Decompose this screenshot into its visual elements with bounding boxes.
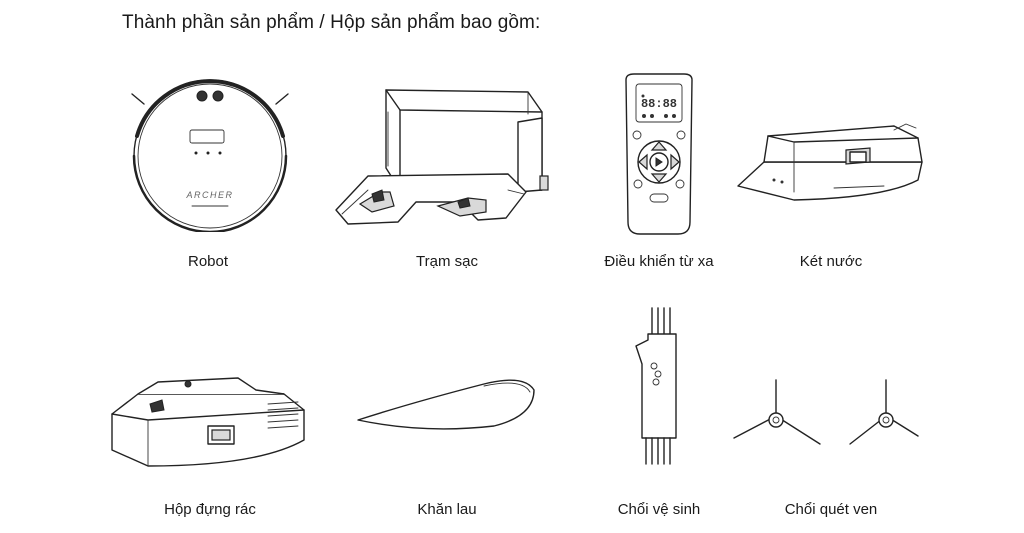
robot-vacuum-icon: ARCHER [122, 76, 302, 232]
caption-side-brush: Chổi quét ven [784, 501, 878, 518]
charging-dock-icon [328, 82, 560, 230]
remote-display-text: 88:88 [641, 97, 677, 111]
dust-bin-icon [108, 370, 308, 470]
page-heading: Thành phần sản phẩm / Hộp sản phẩm bao g… [122, 12, 541, 33]
caption-charging-station: Trạm sạc [416, 253, 478, 270]
robot-brand-text: ARCHER [185, 190, 233, 200]
caption-water-tank: Két nước [799, 253, 863, 270]
mop-cloth-icon [354, 372, 540, 436]
caption-dust-bin: Hộp đựng rác [164, 501, 256, 518]
caption-mop-cloth: Khăn lau [417, 501, 477, 518]
cleaning-brush-icon [626, 304, 686, 470]
side-brush-icon [730, 374, 920, 456]
remote-control-icon: 88:88 [614, 72, 704, 236]
caption-remote: Điều khiển từ xa [604, 253, 714, 270]
water-tank-icon [734, 110, 924, 204]
caption-robot: Robot [187, 253, 229, 270]
caption-cleaning-brush: Chổi vệ sinh [617, 501, 701, 518]
